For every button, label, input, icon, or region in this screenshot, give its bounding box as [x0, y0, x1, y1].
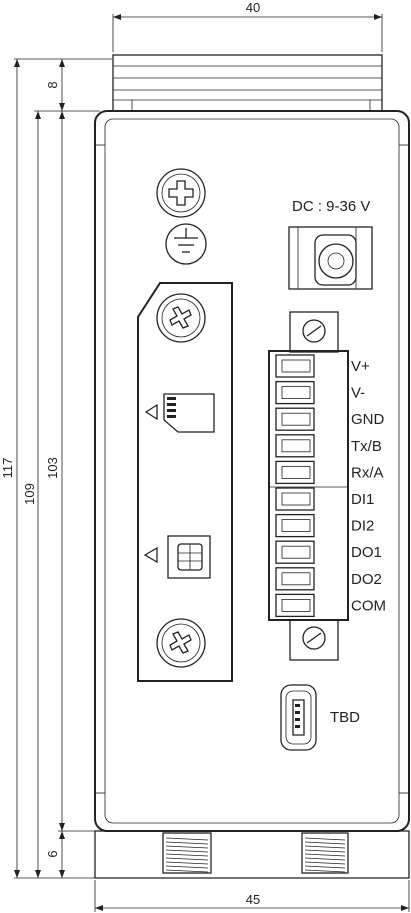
terminal-label: Rx/A [351, 464, 384, 481]
terminal-slot [275, 567, 315, 591]
usb-label: TBD [330, 709, 360, 726]
ground-icon [165, 223, 207, 265]
terminal-slot [275, 593, 315, 618]
base-plate [94, 830, 410, 879]
dimension-bottom-width: 45 [94, 880, 410, 912]
screw-icon [156, 168, 206, 218]
antenna-connector-right [301, 832, 349, 874]
dc-power-jack [288, 226, 373, 290]
terminal-label: Tx/B [351, 438, 382, 455]
dimension-heights: 117 109 103 8 6 [0, 58, 112, 879]
dimension-label-width-top: 40 [246, 0, 260, 15]
terminal-slot [275, 460, 315, 485]
micro-usb-port [280, 684, 317, 751]
din-rail-clip [112, 54, 383, 112]
terminal-slot [275, 407, 315, 431]
terminal-slot [275, 354, 315, 378]
terminal-slot [275, 380, 315, 405]
terminal-slot [275, 434, 315, 458]
sim-card-icon [167, 535, 211, 579]
card-cover-plate [137, 282, 233, 682]
dimension-label-width-bottom: 45 [246, 892, 260, 907]
terminal-label: DO2 [351, 571, 382, 588]
sim-card-slot [143, 535, 211, 579]
terminal-label: DI1 [351, 491, 374, 508]
terminal-label: COM [351, 597, 386, 614]
terminal-label: GND [351, 411, 385, 428]
terminal-label: DO1 [351, 544, 382, 561]
terminal-label: V+ [351, 358, 370, 375]
dimension-top-width: 40 [112, 0, 383, 52]
terminal-label: DI2 [351, 518, 374, 535]
terminal-slot [275, 513, 315, 538]
dimension-label-height-inner: 103 [45, 457, 60, 479]
power-label: DC : 9-36 V [292, 198, 370, 215]
screw-icon [302, 319, 326, 343]
screw-icon [156, 293, 206, 343]
screw-icon [302, 626, 326, 650]
dimension-label-height-total: 117 [0, 458, 15, 479]
sd-card-icon [163, 393, 215, 433]
terminal-slot [275, 487, 315, 511]
dimension-label-height-body: 109 [22, 483, 37, 505]
sd-card-slot [144, 393, 215, 433]
dimension-label-height-top: 8 [45, 81, 60, 88]
terminal-label: V- [351, 385, 365, 402]
terminal-slot [275, 540, 315, 564]
screw-icon [156, 618, 206, 668]
antenna-connector-left [162, 832, 212, 874]
dimension-label-height-bottom: 6 [45, 850, 60, 857]
